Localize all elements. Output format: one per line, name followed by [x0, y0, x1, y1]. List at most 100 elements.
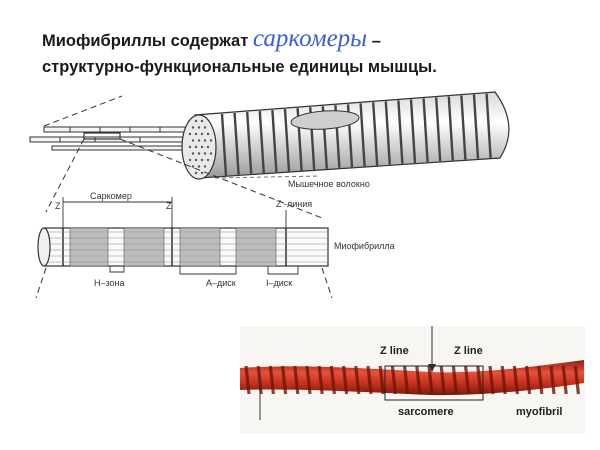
- fibril-dot: [209, 139, 213, 142]
- micrograph-band: [293, 365, 300, 395]
- micrograph-band: [439, 365, 446, 395]
- fibril-dot: [200, 119, 204, 123]
- label-sarcomere-en: sarcomere: [398, 406, 454, 418]
- fibril-dot: [197, 165, 201, 168]
- micrograph-band: [488, 365, 495, 395]
- fiber-striation: [359, 103, 366, 167]
- fiber-striation: [397, 100, 404, 164]
- sarcomere-bracket: [62, 197, 173, 228]
- fibril-dot: [203, 165, 207, 168]
- myofibril-micrograph: Z line Z line sarcomere myofibril: [240, 326, 585, 434]
- fibril-dot: [203, 152, 207, 155]
- fibril-dot: [197, 126, 201, 129]
- micrograph-bands: [244, 365, 580, 395]
- red-myofibril: [240, 360, 584, 396]
- fibril-dot: [191, 126, 195, 129]
- label-myofibril-ru: Миофибрилла: [334, 241, 395, 251]
- fiber-striation: [220, 113, 228, 176]
- label-z-right: Z: [166, 201, 172, 211]
- fiber-striation: [258, 110, 265, 174]
- fibril-dot: [209, 152, 213, 155]
- micrograph-band: [500, 365, 507, 395]
- a-bands: [69, 227, 277, 267]
- fibril-dot: [191, 165, 195, 168]
- micrograph-band: [268, 365, 275, 395]
- muscle-fiber: Мышечное волокно: [29, 91, 510, 189]
- fibril-dot: [206, 132, 210, 136]
- fiber-striation: [246, 111, 253, 174]
- fibril-dot: [194, 145, 198, 149]
- fibril-dot: [188, 145, 192, 149]
- slide-title: Миофибриллы содержат саркомеры – структу…: [42, 26, 582, 80]
- fibril-dot: [188, 158, 192, 162]
- title-text-line2: структурно-функциональные единицы мышцы.: [42, 58, 437, 76]
- fiber-striation: [384, 101, 391, 165]
- micrograph-band: [390, 365, 397, 395]
- micrograph-band: [317, 365, 324, 395]
- myofibril-filaments: [46, 231, 328, 263]
- highlighted-segment: [83, 132, 121, 140]
- fibril-dot: [194, 171, 198, 175]
- micrograph-band: [342, 365, 349, 395]
- fiber-end-face: [181, 114, 217, 180]
- nucleus: [290, 110, 360, 130]
- fibril-dot: [188, 132, 192, 136]
- label-z-left: Z: [55, 201, 61, 211]
- micrograph-band: [476, 365, 483, 395]
- micrograph-band: [403, 365, 410, 395]
- micrograph-band: [305, 365, 312, 395]
- label-z-line-2: Z line: [454, 345, 483, 357]
- fiber-striation: [472, 94, 480, 159]
- fiber-striation: [435, 97, 442, 162]
- fibril-dot: [200, 171, 204, 175]
- fiber-striation: [283, 109, 291, 172]
- micrograph-band: [573, 365, 580, 395]
- micrograph-band: [561, 365, 568, 395]
- label-muscle-fiber: Мышечное волокно: [288, 179, 370, 189]
- fibril-dot: [197, 152, 201, 155]
- fiber-striation: [460, 95, 467, 160]
- micrograph-band: [354, 365, 361, 395]
- fibril-dot: [191, 139, 195, 142]
- fiber-striation: [271, 109, 278, 173]
- myofibril-drawing: Саркомер Z Z Z -линия Миофибрилла Н–зона…: [37, 191, 395, 288]
- fibril-dot: [194, 132, 198, 136]
- micrograph-band: [451, 365, 458, 395]
- fibril-dot: [194, 119, 198, 123]
- sarcomere-box: [384, 365, 484, 401]
- micrograph-band: [415, 365, 422, 395]
- micrograph-band: [537, 365, 544, 395]
- fibril-dot: [206, 158, 210, 162]
- micrograph-band: [378, 365, 385, 395]
- fiber-striation: [422, 98, 429, 163]
- fibril-dot: [206, 145, 210, 149]
- micrograph-band: [464, 365, 471, 395]
- micrograph-band: [244, 365, 251, 395]
- fibril-dot: [194, 158, 198, 162]
- label-a-disc: А–диск: [206, 278, 236, 288]
- micrograph-band: [329, 365, 336, 395]
- fiber-striation: [485, 93, 492, 158]
- fiber-striation: [372, 102, 379, 166]
- title-dash: –: [367, 32, 381, 50]
- fibril-dot: [203, 126, 207, 129]
- z-lines: [62, 228, 287, 266]
- label-z-line-1: Z line: [380, 345, 409, 357]
- micrograph-band: [427, 365, 434, 395]
- band-brackets: [109, 266, 299, 275]
- micrograph-band: [512, 365, 519, 395]
- label-myofibril-en: myofibril: [516, 406, 562, 418]
- micrograph-band: [525, 365, 532, 395]
- fibril-dot: [200, 158, 204, 162]
- label-i-disc: I–диск: [266, 278, 292, 288]
- label-z-line-ru: Z -линия: [276, 199, 312, 209]
- fiber-striation: [409, 99, 417, 164]
- fiber-end-dots: [188, 119, 213, 175]
- fibril-dot: [197, 139, 201, 142]
- micrograph-band: [281, 365, 288, 395]
- label-h-zone: Н–зона: [94, 278, 125, 288]
- title-text-start: Миофибриллы содержат: [42, 32, 253, 50]
- fibril-dot: [200, 132, 204, 136]
- fiber-striation: [447, 96, 454, 161]
